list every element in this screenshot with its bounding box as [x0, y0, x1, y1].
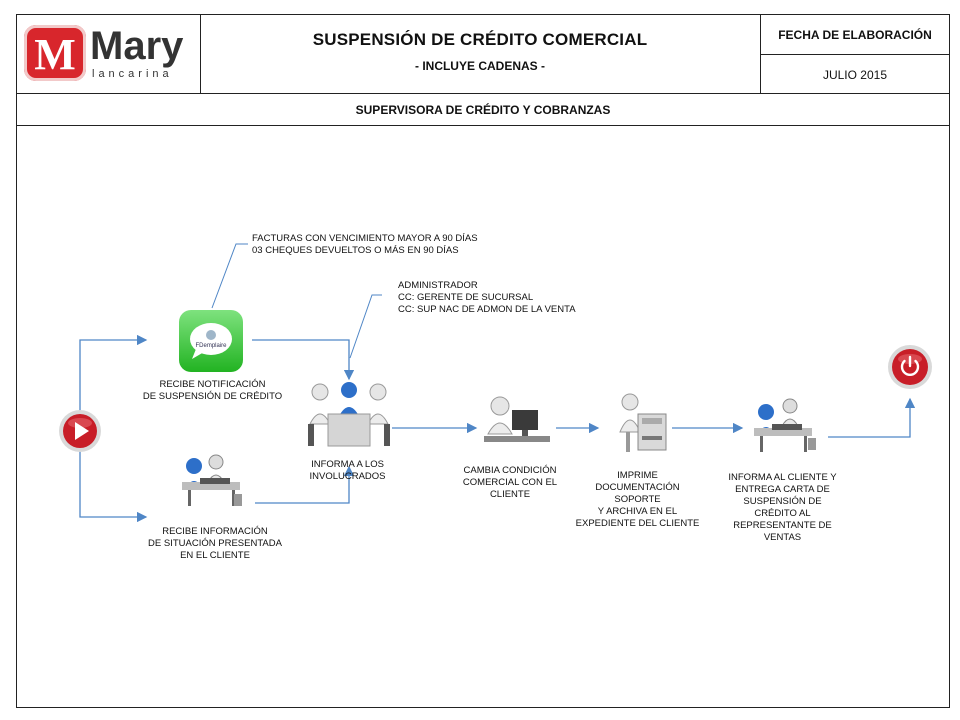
arrow-start-to-s2 [79, 430, 148, 523]
s4-line3: CLIENTE [489, 489, 531, 500]
meeting-table-icon [306, 380, 392, 450]
logo-letter: M [34, 30, 76, 79]
s4-line2: COMERCIAL CON EL [462, 477, 558, 488]
s6-line6: VENTAS [763, 532, 802, 543]
logo-badge: M [24, 25, 86, 81]
arrow-s2-to-s3 [255, 465, 355, 504]
s2-line3: EN EL CLIENTE [180, 550, 250, 561]
s6-line3: SUSPENSIÓN DE [743, 496, 822, 507]
s5-line2: DOCUMENTACIÓN [595, 482, 680, 493]
step-print-archive-label: IMPRIME DOCUMENTACIÓN SOPORTE Y ARCHIVA … [570, 470, 705, 530]
step-receive-information-label: RECIBE INFORMACIÓN DE SITUACIÓN PRESENTA… [135, 526, 295, 562]
s2-line1: RECIBE INFORMACIÓN [162, 526, 268, 537]
header-title-block: SUSPENSIÓN DE CRÉDITO COMERCIAL - INCLUY… [200, 14, 760, 94]
s2-line2: DE SITUACIÓN PRESENTADA [148, 538, 282, 549]
s5-line3: SOPORTE [614, 494, 661, 505]
date-label: FECHA DE ELABORACIÓN [778, 28, 932, 42]
date-divider [760, 54, 950, 55]
message-app-icon: FDemplaire [178, 309, 244, 373]
logo-subtext: lancarina [92, 68, 173, 80]
s6-line4: CRÉDITO AL [754, 508, 811, 519]
role-title: SUPERVISORA DE CRÉDITO Y COBRANZAS [355, 103, 611, 117]
note2-leader [349, 294, 382, 359]
note-recipients-line2: CC: GERENTE DE SUCURSAL [398, 292, 534, 303]
s1-line1: RECIBE NOTIFICACIÓN [159, 379, 266, 390]
body-frame [16, 125, 950, 708]
s1-line2: DE SUSPENSIÓN DE CRÉDITO [142, 391, 283, 402]
note-recipients-line3: CC: SUP NAC DE ADMON DE LA VENTA [398, 304, 576, 315]
s5-line1: IMPRIME [617, 470, 658, 481]
step-inform-client-label: INFORMA AL CLIENTE Y ENTREGA CARTA DE SU… [720, 472, 845, 544]
desk-meeting-icon [180, 450, 244, 510]
note1-leader [211, 243, 248, 309]
step-receive-notification-label: RECIBE NOTIFICACIÓN DE SUSPENSIÓN DE CRÉ… [130, 379, 295, 403]
s5-line4: Y ARCHIVA EN EL [597, 506, 678, 517]
start-play-icon [58, 409, 102, 453]
s6-line5: REPRESENTANTE DE [733, 520, 832, 531]
note-recipients-line1: ADMINISTRADOR [398, 280, 478, 291]
arrow-s6-to-end [828, 397, 916, 438]
step-inform-involved-label: INFORMA A LOS INVOLUCRADOS [290, 459, 405, 483]
s6-line1: INFORMA AL CLIENTE Y [728, 472, 837, 483]
arrow-start-to-s1 [79, 334, 148, 430]
s6-line2: ENTREGA CARTA DE [735, 484, 830, 495]
client-desk-icon [752, 396, 818, 454]
note-criteria-line2: 03 CHEQUES DEVUELTOS O MÁS EN 90 DÍAS [252, 245, 459, 256]
s5-line5: EXPEDIENTE DEL CLIENTE [575, 518, 700, 529]
message-icon-caption: FDemplaire [195, 343, 227, 349]
logo-text: Mary [90, 24, 184, 68]
s3-line1: INFORMA A LOS [311, 459, 384, 470]
step-change-condition-label: CAMBIA CONDICIÓN COMERCIAL CON EL CLIENT… [450, 465, 570, 501]
date-value: JULIO 2015 [822, 68, 888, 82]
end-power-icon [887, 344, 933, 390]
computer-user-icon [482, 394, 554, 448]
page-subtitle: - INCLUYE CADENAS - [414, 59, 545, 73]
s4-line1: CAMBIA CONDICIÓN [463, 465, 557, 476]
s3-line2: INVOLUCRADOS [309, 471, 386, 482]
note-criteria-line1: FACTURAS CON VENCIMIENTO MAYOR A 90 DÍAS [252, 233, 478, 244]
page-title: SUSPENSIÓN DE CRÉDITO COMERCIAL [312, 30, 648, 49]
note-recipients: ADMINISTRADOR CC: GERENTE DE SUCURSAL CC… [398, 280, 576, 316]
arrow-s1-to-s3 [252, 339, 355, 381]
note-criteria: FACTURAS CON VENCIMIENTO MAYOR A 90 DÍAS… [252, 233, 478, 257]
printer-icon [612, 392, 670, 456]
company-logo: M Mary lancarina [24, 22, 196, 86]
